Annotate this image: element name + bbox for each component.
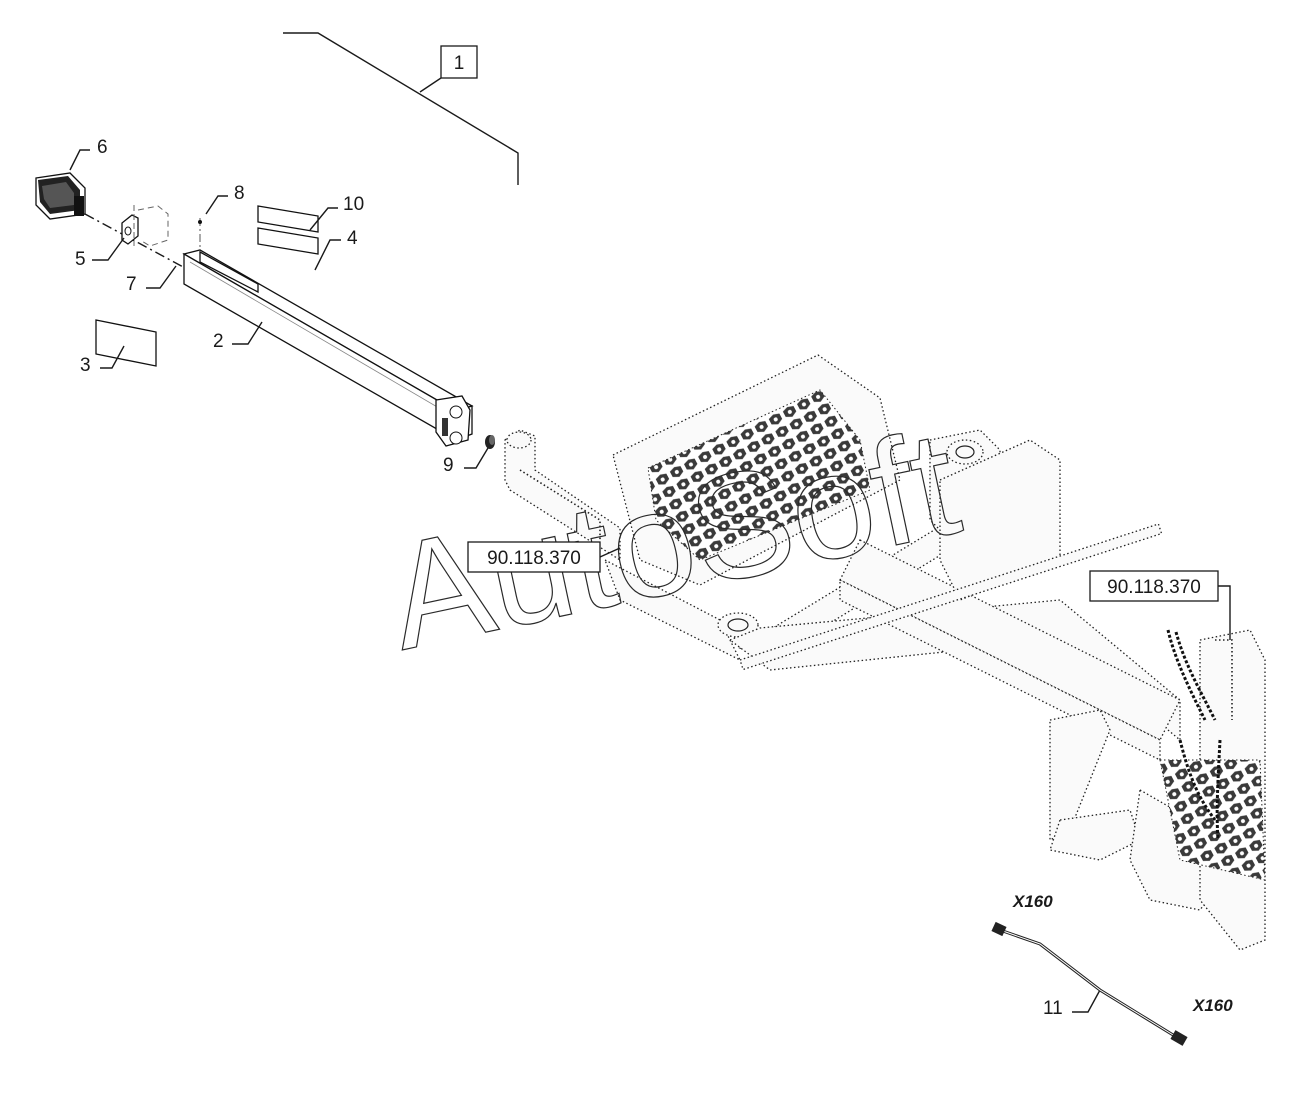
callout-9: 9 bbox=[443, 447, 489, 476]
callout-1: 1 bbox=[440, 45, 478, 79]
decal-10 bbox=[257, 205, 319, 233]
callout-11: 11 bbox=[1043, 989, 1101, 1019]
callout-5-label: 5 bbox=[75, 249, 86, 270]
callout-11-label: 11 bbox=[1043, 998, 1063, 1019]
decal-4 bbox=[257, 227, 319, 255]
callout-10: 10 bbox=[309, 194, 364, 231]
light-arm bbox=[182, 249, 474, 447]
callout-7-label: 7 bbox=[126, 274, 137, 295]
callout-8-label: 8 bbox=[234, 183, 245, 204]
reference-right-label: 90.118.370 bbox=[1107, 577, 1201, 598]
decal-3 bbox=[95, 319, 157, 367]
callout-2-label: 2 bbox=[213, 331, 224, 352]
callout-5: 5 bbox=[75, 237, 125, 270]
reference-left-label: 90.118.370 bbox=[487, 548, 581, 569]
group-1-leader bbox=[283, 32, 519, 185]
callout-10-label: 10 bbox=[343, 194, 364, 215]
reference-right: 90.118.370 bbox=[1089, 570, 1231, 640]
callout-8: 8 bbox=[205, 183, 245, 215]
reference-left: 90.118.370 bbox=[467, 541, 621, 573]
machine-frame bbox=[504, 354, 1266, 951]
cable-harness bbox=[991, 921, 1188, 1046]
callout-4-label: 4 bbox=[347, 228, 358, 249]
bushing bbox=[485, 435, 495, 449]
callout-3: 3 bbox=[80, 345, 125, 376]
callout-1-label: 1 bbox=[454, 53, 465, 74]
connector-x160-upper: X160 bbox=[1012, 892, 1053, 911]
callout-9-label: 9 bbox=[443, 455, 454, 476]
callout-2: 2 bbox=[213, 321, 263, 352]
callout-6-label: 6 bbox=[97, 137, 108, 158]
connector-x160-lower: X160 bbox=[1192, 996, 1233, 1015]
work-light bbox=[35, 172, 186, 269]
callout-6: 6 bbox=[69, 137, 108, 171]
callout-3-label: 3 bbox=[80, 355, 91, 376]
callout-4: 4 bbox=[314, 228, 358, 271]
light-bracket bbox=[121, 205, 169, 247]
callout-7: 7 bbox=[126, 265, 177, 295]
